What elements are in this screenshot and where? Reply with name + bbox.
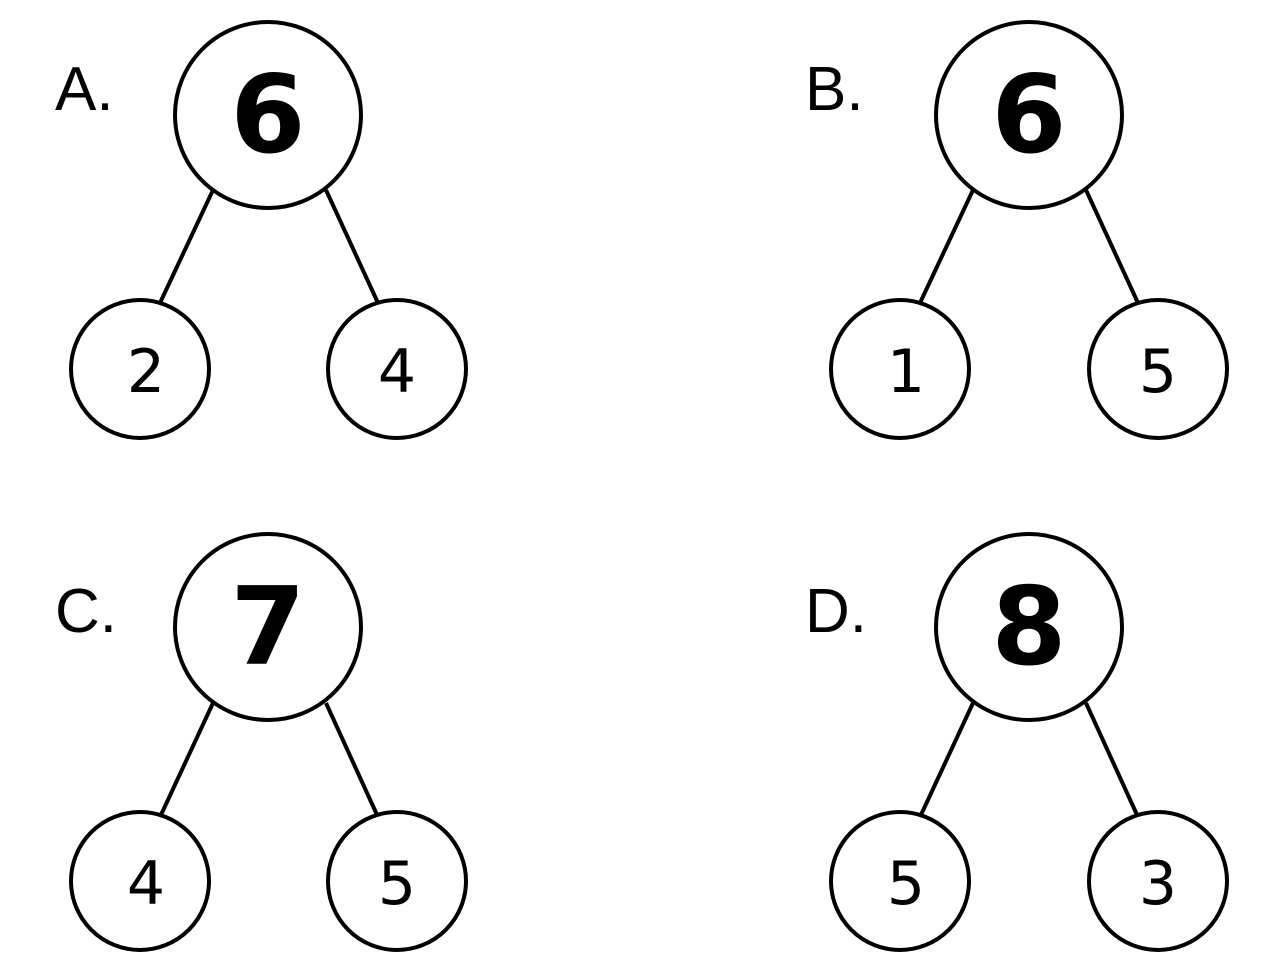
whole-circle-a — [173, 20, 363, 210]
whole-circle-d — [934, 532, 1124, 722]
branch-right-c — [324, 702, 380, 818]
branch-right-a — [324, 189, 380, 304]
branch-right-b — [1084, 189, 1140, 304]
option-d: D. 8 5 3 — [805, 532, 1229, 952]
part-circle-d-left — [829, 810, 971, 952]
whole-number-c: 7 — [230, 565, 305, 690]
branch-right-d — [1084, 702, 1140, 818]
part-circle-a-right — [326, 298, 468, 440]
branch-left-b — [918, 189, 975, 304]
branch-left-c — [158, 702, 215, 818]
part-number-a-right: 4 — [378, 337, 416, 407]
part-number-b-right: 5 — [1139, 337, 1177, 407]
branch-left-a — [158, 189, 215, 304]
part-number-d-right: 3 — [1139, 849, 1177, 919]
option-label-b: B. — [805, 55, 864, 124]
part-number-b-left: 1 — [887, 337, 925, 407]
whole-circle-b — [934, 20, 1124, 210]
whole-number-b: 6 — [991, 53, 1066, 178]
part-number-c-right: 5 — [378, 849, 416, 919]
whole-number-d: 8 — [991, 565, 1066, 690]
part-number-d-left: 5 — [887, 849, 925, 919]
option-a: A. 6 2 4 — [55, 20, 468, 440]
option-label-c: C. — [55, 577, 117, 646]
part-number-c-left: 4 — [127, 849, 165, 919]
part-circle-d-right — [1087, 810, 1229, 952]
part-circle-a-left — [69, 298, 211, 440]
part-circle-b-right — [1087, 298, 1229, 440]
option-label-d: D. — [805, 577, 867, 646]
part-number-a-left: 2 — [127, 337, 165, 407]
part-circle-c-right — [326, 810, 468, 952]
whole-number-a: 6 — [230, 53, 305, 178]
option-c: C. 7 4 5 — [55, 532, 468, 952]
part-circle-c-left — [69, 810, 211, 952]
option-b: B. 6 1 5 — [805, 20, 1229, 440]
branch-left-d — [918, 702, 975, 818]
option-label-a: A. — [55, 55, 114, 124]
part-circle-b-left — [829, 298, 971, 440]
whole-circle-c — [173, 532, 363, 722]
